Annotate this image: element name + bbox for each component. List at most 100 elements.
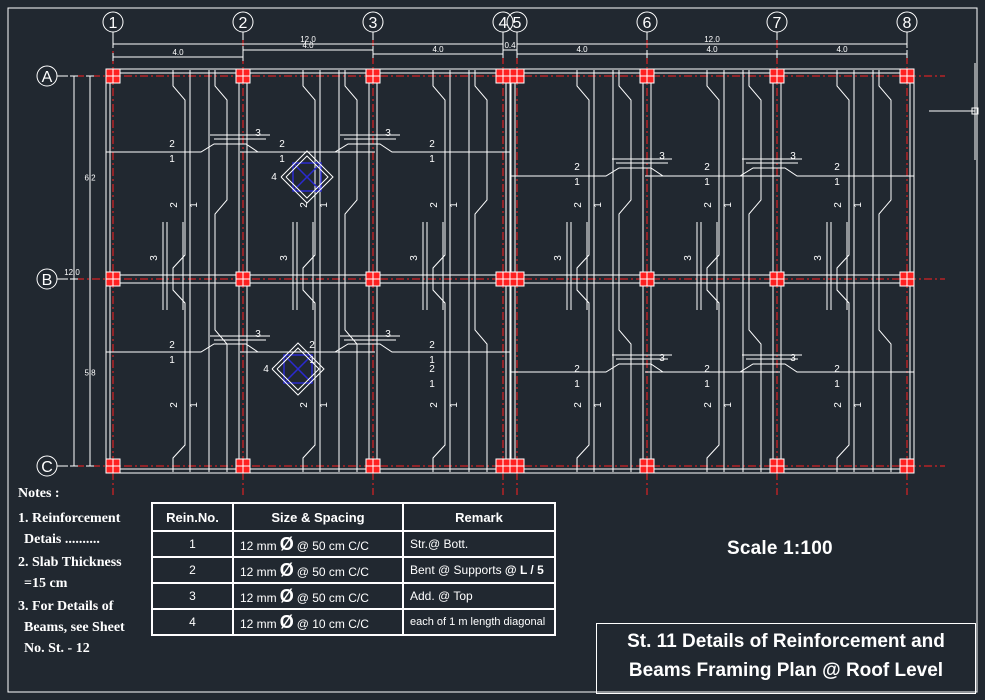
bent-bar [878, 70, 892, 472]
bar-mark: 2 [573, 402, 584, 408]
cell-rein-no: 4 [151, 608, 234, 636]
bent-bar [344, 70, 358, 472]
grid-bubble-label: B [42, 272, 53, 289]
bar-mark: 3 [279, 255, 290, 261]
bent-bar [172, 70, 186, 472]
bar-mark: 1 [309, 355, 315, 366]
bent-bar [214, 70, 228, 472]
bar-mark: 2 [429, 402, 440, 408]
cell-remark: each of 1 m length diagonal [402, 608, 556, 636]
diagonal-box-cross [283, 354, 313, 384]
bar-mark: 2 [833, 402, 844, 408]
note-3: 3. For Details of Beams, see Sheet No. S… [18, 596, 153, 659]
bar-mark: 2 [834, 162, 840, 173]
bar-mark: 4 [271, 172, 277, 183]
bent-bar [836, 70, 850, 472]
note-3-line-1: 3. For Details of [18, 599, 114, 614]
diagonal-bar [271, 342, 325, 396]
title-line-2: Beams Framing Plan @ Roof Level [628, 660, 944, 681]
diagonal-bar [285, 155, 329, 199]
bar-mark: 3 [790, 353, 796, 364]
bar-mark: 1 [449, 202, 460, 208]
bar-mark: 1 [574, 177, 580, 188]
bar-mark: 2 [574, 364, 580, 375]
bar-mark: 3 [409, 255, 420, 261]
bar-mark: 2 [169, 402, 180, 408]
grid-bubble-label: 8 [903, 15, 912, 32]
slab-outline [510, 68, 915, 474]
diameter-symbol: Ø [279, 533, 294, 554]
dimension-text: 12.0 [64, 268, 80, 277]
bar-mark: 2 [169, 139, 175, 150]
bar-mark: 1 [834, 177, 840, 188]
horizontal-bent-bar [645, 363, 914, 373]
bar-mark: 2 [429, 202, 440, 208]
bar-mark: 1 [723, 202, 734, 208]
dimension-text: 4.0 [576, 45, 588, 54]
notes-heading: Notes : [18, 486, 60, 501]
bar-mark: 1 [189, 402, 200, 408]
dimension-text: 4.0 [432, 45, 444, 54]
bar-mark: 1 [853, 202, 864, 208]
bar-mark: 4 [263, 364, 269, 375]
header-size-spacing: Size & Spacing [232, 502, 404, 532]
horizontal-bent-bar [645, 167, 914, 177]
horizontal-bent-bar [106, 143, 375, 153]
bar-mark: 3 [149, 255, 160, 261]
diagonal-box [292, 162, 322, 192]
diagonal-box [283, 354, 313, 384]
bar-mark: 2 [299, 202, 310, 208]
note-1-line-1: 1. Reinforcement [18, 511, 121, 526]
bar-mark: 1 [169, 355, 175, 366]
bar-mark: 2 [833, 202, 844, 208]
bar-mark: 1 [429, 355, 435, 366]
grid-bubble-label: 6 [643, 15, 652, 32]
bent-bar [474, 70, 488, 472]
bar-mark: 1 [279, 154, 285, 165]
bar-mark: 2 [704, 364, 710, 375]
columns [105, 68, 915, 474]
bent-bar [302, 70, 316, 472]
cell-rein-no: 2 [151, 556, 234, 584]
bar-mark: 2 [429, 139, 435, 150]
note-2-line-2: =15 cm [24, 576, 68, 591]
bar-mark: 1 [853, 402, 864, 408]
dimension-text: 12.0 [300, 35, 316, 44]
note-3-line-3: No. St. - 12 [24, 641, 90, 656]
grid-bubble-label: 1 [109, 15, 118, 32]
bar-mark: 3 [659, 151, 665, 162]
slab-outline-inner [514, 72, 911, 470]
cell-rein-no: 3 [151, 582, 234, 610]
bar-mark: 1 [189, 202, 200, 208]
notes-block: Notes : 1. Reinforcement Detais ........… [18, 483, 153, 661]
grid-bubble-label: 3 [369, 15, 378, 32]
slab-outline-inner [109, 72, 507, 470]
diameter-symbol: Ø [279, 585, 294, 606]
diameter-symbol: Ø [279, 559, 294, 580]
bar-mark: 1 [704, 379, 710, 390]
bar-mark: 1 [574, 379, 580, 390]
cell-rein-no: 1 [151, 530, 234, 558]
sheet-border [7, 7, 978, 693]
cell-remark: Str.@ Bott. [402, 530, 556, 558]
grid-bubble-label: 4 [499, 15, 508, 32]
bar-mark: 3 [255, 329, 261, 340]
dimension-text: 4.0 [706, 45, 718, 54]
grid-bubble-label: C [41, 459, 53, 476]
bar-mark: 1 [834, 379, 840, 390]
grid-bubble-label: A [42, 69, 53, 86]
bar-mark: 2 [703, 402, 714, 408]
header-rein-no: Rein.No. [151, 502, 234, 532]
bar-mark: 1 [593, 202, 604, 208]
bar-mark: 2 [834, 364, 840, 375]
bar-mark: 1 [449, 402, 460, 408]
bar-mark: 2 [573, 202, 584, 208]
horizontal-bent-bar [511, 363, 780, 373]
